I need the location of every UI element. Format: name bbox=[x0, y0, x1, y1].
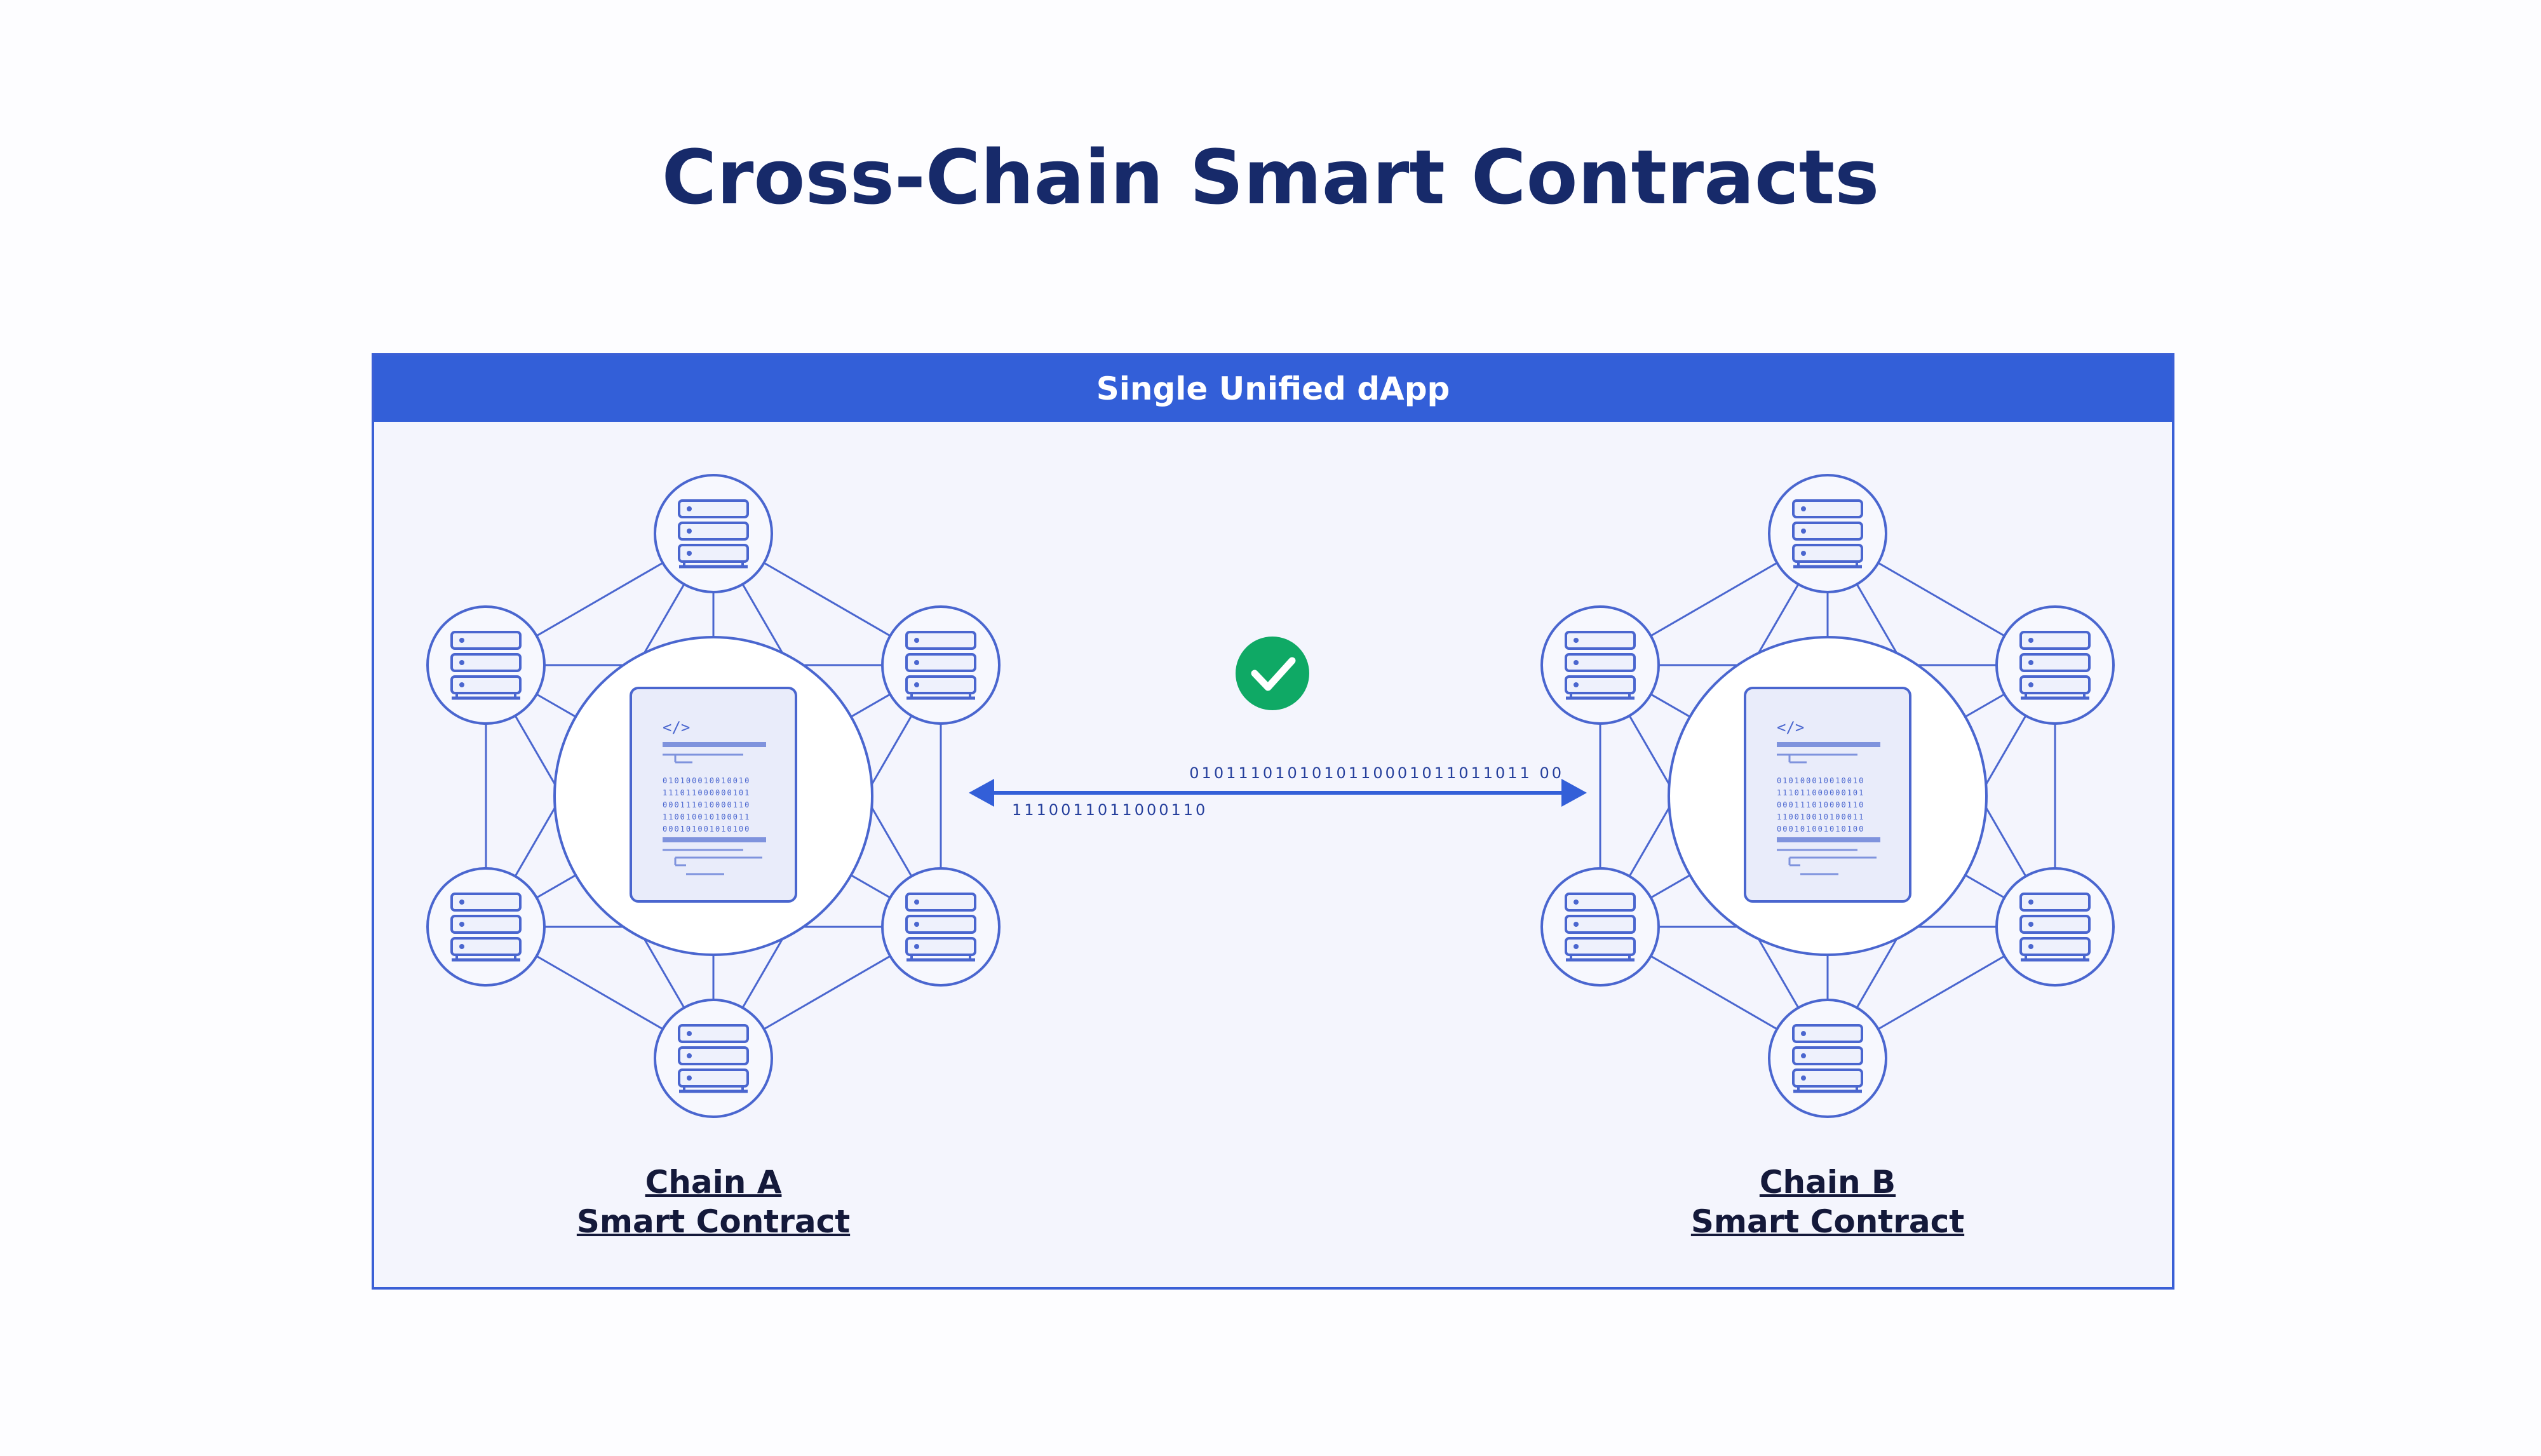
chain-a-contract-document: </> 010100010010010 111011000000101 000111… bbox=[630, 687, 797, 903]
chain-b-node-top bbox=[1769, 475, 1886, 592]
bidirectional-message-arrow bbox=[969, 779, 1587, 807]
chain-b-name: Chain B bbox=[1759, 1164, 1896, 1201]
contract-bit-row: 000101001010100 bbox=[1777, 825, 1864, 833]
chain-b-label: Chain B Smart Contract bbox=[1605, 1163, 2050, 1241]
contract-bit-row: 111011000000101 bbox=[1777, 788, 1864, 797]
chain-b-node-upper-right bbox=[1997, 607, 2113, 724]
chain-b-node-bottom bbox=[1769, 1000, 1886, 1117]
code-tag-a: </> bbox=[663, 718, 690, 736]
chain-a-node-top bbox=[655, 475, 772, 592]
chain-a-node-upper-left bbox=[428, 607, 544, 724]
chain-a-label: Chain A Smart Contract bbox=[491, 1163, 936, 1241]
chain-a-node-bottom bbox=[655, 1000, 772, 1117]
contract-bit-row: 111011000000101 bbox=[663, 788, 750, 797]
arrowhead-left-icon bbox=[969, 779, 994, 807]
checkmark-circle-icon bbox=[1236, 637, 1309, 710]
chain-a-node-lower-left bbox=[428, 868, 544, 985]
contract-bit-row: 110010010100011 bbox=[1777, 812, 1864, 821]
arrowhead-right-icon bbox=[1561, 779, 1587, 807]
chain-a-node-lower-right bbox=[882, 868, 999, 985]
contract-bit-row: 010100010010010 bbox=[663, 776, 750, 785]
contract-bit-row: 110010010100011 bbox=[663, 812, 750, 821]
chain-b-node-upper-left bbox=[1542, 607, 1659, 724]
contract-bit-row: 010100010010010 bbox=[1777, 776, 1864, 785]
contract-bit-row: 000101001010100 bbox=[663, 825, 750, 833]
chain-a-node-upper-right bbox=[882, 607, 999, 724]
forward-bitstream: 0101110101010110001011011011 00 bbox=[1189, 764, 1564, 782]
chain-b-node-lower-right bbox=[1997, 868, 2113, 985]
contract-bit-row: 000111010000110 bbox=[1777, 800, 1864, 809]
page-title: Cross-Chain Smart Contracts bbox=[661, 133, 1880, 221]
contract-bit-row: 000111010000110 bbox=[663, 800, 750, 809]
chain-b-contract-document: </> 010100010010010 111011000000101 000111… bbox=[1744, 687, 1911, 903]
return-bitstream: 1110011011000110 bbox=[1012, 801, 1208, 819]
code-tag-b: </> bbox=[1777, 718, 1804, 736]
dapp-header: Single Unified dApp bbox=[374, 356, 2172, 422]
chain-a-name: Chain A bbox=[645, 1164, 782, 1201]
chain-b-subtitle: Smart Contract bbox=[1690, 1203, 1965, 1240]
chain-b-node-lower-left bbox=[1542, 868, 1659, 985]
chain-a-subtitle: Smart Contract bbox=[576, 1203, 851, 1240]
